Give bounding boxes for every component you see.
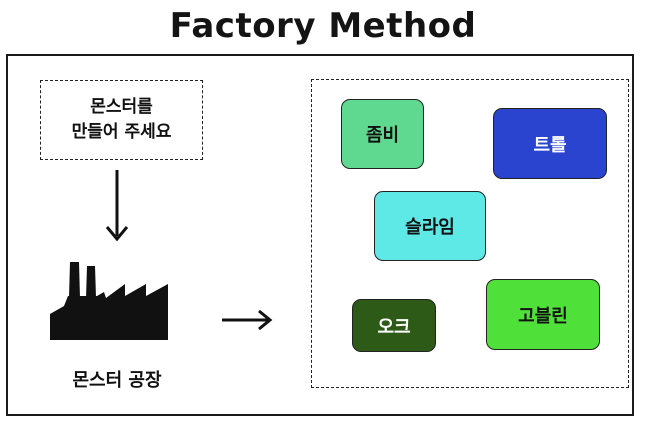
product-slime: 슬라임 xyxy=(374,191,486,261)
client-request-box: 몬스터를 만들어 주세요 xyxy=(40,80,203,160)
diagram-title: Factory Method xyxy=(169,6,477,46)
product-troll: 트롤 xyxy=(493,108,607,179)
client-request-line-2: 만들어 주세요 xyxy=(71,122,172,142)
factory-to-products-arrow xyxy=(222,309,273,331)
diagram-frame xyxy=(6,54,634,416)
factory-label: 몬스터 공장 xyxy=(72,370,162,391)
product-zombie: 좀비 xyxy=(341,99,424,169)
client-request-line-1: 몬스터를 xyxy=(90,97,153,117)
product-orc: 오크 xyxy=(352,299,436,352)
product-goblin: 고블린 xyxy=(486,279,600,350)
factory-icon xyxy=(50,262,168,340)
request-to-factory-arrow xyxy=(105,170,129,242)
product-area xyxy=(311,79,629,388)
